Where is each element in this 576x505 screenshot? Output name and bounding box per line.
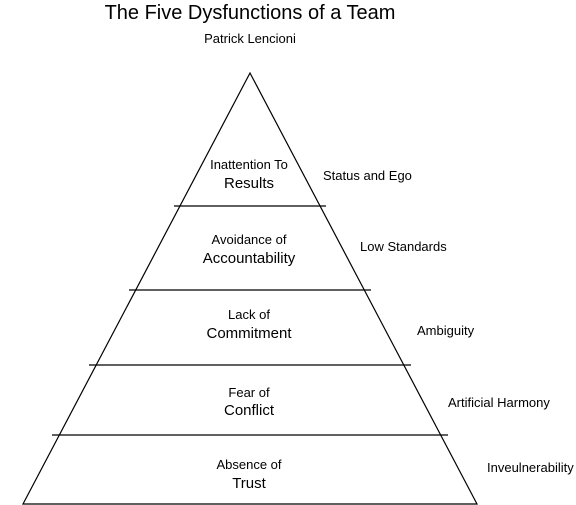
level-1-line1: Inattention To (210, 157, 288, 172)
pyramid-outline (22, 71, 478, 505)
level-3-line1: Lack of (228, 307, 270, 322)
level-2-line2: Accountability (203, 250, 296, 267)
level-4-side-label: Artificial Harmony (448, 395, 550, 410)
level-5-line2: Trust (232, 475, 266, 492)
diagram-title: The Five Dysfunctions of a Team (104, 2, 396, 24)
level-5-line1: Absence of (216, 457, 281, 472)
level-1-line2: Results (224, 175, 274, 192)
level-2-line1: Avoidance of (212, 232, 287, 247)
level-4-line2: Conflict (224, 402, 275, 419)
level-5-side-label: Inveulnerability (487, 460, 574, 475)
level-3-side-label: Ambiguity (417, 323, 475, 338)
level-1-side-label: Status and Ego (323, 168, 412, 183)
level-3-line2: Commitment (206, 325, 292, 342)
level-4-line1: Fear of (228, 385, 270, 400)
diagram-subtitle: Patrick Lencioni (204, 31, 296, 46)
level-2-side-label: Low Standards (360, 239, 447, 254)
